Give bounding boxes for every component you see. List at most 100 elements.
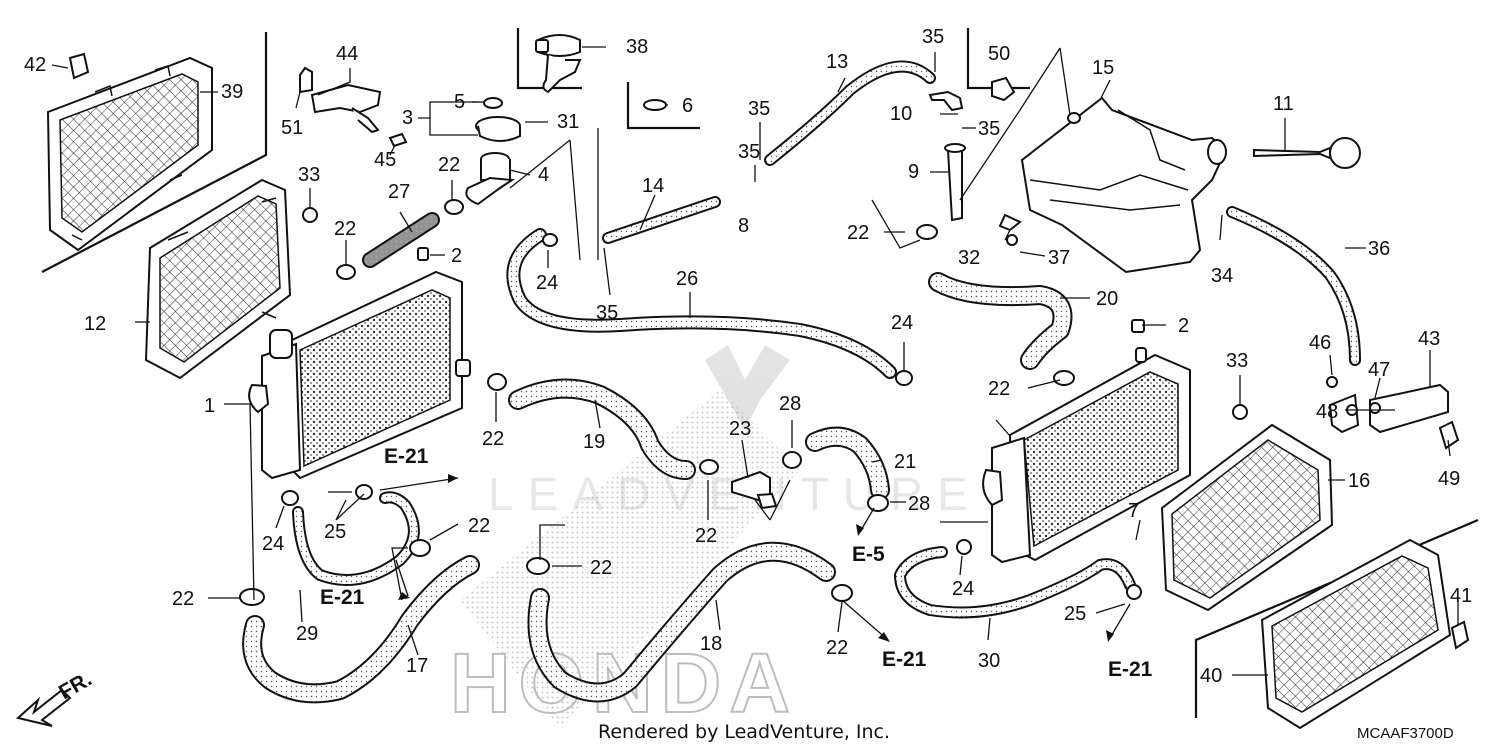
callout-22b: 22 <box>438 154 460 176</box>
callout-23: 23 <box>729 418 751 440</box>
callout-22h: 22 <box>826 637 848 659</box>
hose-26 <box>506 228 897 379</box>
callout-30: 30 <box>978 650 1000 672</box>
reference-arrows <box>379 474 1131 642</box>
callout-24a: 24 <box>536 272 558 294</box>
callout-35d: 35 <box>922 26 944 48</box>
ref-e21-b: E-21 <box>320 586 365 609</box>
hose-19 <box>508 378 696 480</box>
callout-4: 4 <box>538 164 549 186</box>
callout-35e: 35 <box>978 118 1000 140</box>
callout-13: 13 <box>826 51 848 73</box>
callout-46: 46 <box>1309 332 1331 354</box>
callout-24c: 24 <box>952 578 974 600</box>
diagram-code: MCAAF3700D <box>1357 725 1454 742</box>
callout-35a: 35 <box>596 302 618 324</box>
radiator-grille-40 <box>1260 538 1452 730</box>
reserve-tank <box>1020 96 1228 274</box>
callout-41: 41 <box>1450 585 1472 607</box>
callout-32: 32 <box>958 247 980 269</box>
callout-34: 34 <box>1211 265 1233 287</box>
callout-43: 43 <box>1418 328 1440 350</box>
callout-42: 42 <box>24 54 46 76</box>
callout-20: 20 <box>1096 288 1118 310</box>
footer-credit: Rendered by LeadVenture, Inc. <box>598 721 890 743</box>
callout-8: 8 <box>738 215 749 237</box>
callout-35c: 35 <box>748 98 770 120</box>
callout-5: 5 <box>454 91 465 113</box>
callout-27: 27 <box>388 181 410 203</box>
callout-25b: 25 <box>324 521 346 543</box>
callout-14: 14 <box>642 175 664 197</box>
reference-labels: E-21 E-21 E-21 E-21 E-5 <box>320 445 1153 681</box>
callout-22a: 22 <box>334 218 356 240</box>
hose-18 <box>527 541 836 703</box>
ref-e21-c: E-21 <box>882 648 927 671</box>
radiator-grille-12 <box>144 178 292 380</box>
callout-22i: 22 <box>468 515 490 537</box>
callout-1: 1 <box>204 395 215 417</box>
callout-49: 49 <box>1438 468 1460 490</box>
radiator-right <box>982 347 1191 564</box>
callout-45: 45 <box>374 149 396 171</box>
callout-47: 47 <box>1368 359 1390 381</box>
callout-38: 38 <box>626 36 648 58</box>
callout-35b: 35 <box>738 141 760 163</box>
callout-16: 16 <box>1348 470 1370 492</box>
hose-29 <box>292 491 420 586</box>
callout-50: 50 <box>988 43 1010 65</box>
callout-39: 39 <box>221 81 243 103</box>
callout-37: 37 <box>1048 247 1070 269</box>
callout-24d: 24 <box>262 533 284 555</box>
leader-lines <box>51 46 1459 676</box>
callout-10: 10 <box>890 103 912 125</box>
callout-28a: 28 <box>908 493 930 515</box>
callout-44: 44 <box>336 43 358 65</box>
callout-24b: 24 <box>891 312 913 334</box>
callout-22c: 22 <box>847 222 869 244</box>
hose-13 <box>764 60 936 166</box>
callout-22j: 22 <box>172 588 194 610</box>
callout-21: 21 <box>894 451 916 473</box>
ref-e5: E-5 <box>852 543 885 566</box>
radiator-left <box>248 270 471 480</box>
callout-18: 18 <box>700 633 722 655</box>
hose-17 <box>242 555 480 704</box>
hose-36 <box>1226 206 1361 366</box>
hose-30 <box>894 546 1136 619</box>
callout-19: 19 <box>583 431 605 453</box>
filler-neck-assembly <box>68 34 1470 650</box>
callout-36: 36 <box>1368 238 1390 260</box>
callout-17: 17 <box>406 655 428 677</box>
callout-22d: 22 <box>988 378 1010 400</box>
callout-3: 3 <box>402 107 413 129</box>
callout-6: 6 <box>682 95 693 117</box>
front-direction-indicator: FR. <box>15 667 96 727</box>
hose-20 <box>928 272 1073 370</box>
callout-33a: 33 <box>298 164 320 186</box>
callout-22g: 22 <box>590 557 612 579</box>
callout-51: 51 <box>281 117 303 139</box>
callout-33b: 33 <box>1226 350 1248 372</box>
callout-29: 29 <box>296 623 318 645</box>
callout-22e: 22 <box>482 428 504 450</box>
callout-2a: 2 <box>451 245 462 267</box>
callout-15: 15 <box>1092 57 1114 79</box>
callout-28b: 28 <box>779 393 801 415</box>
callout-22f: 22 <box>695 525 717 547</box>
callout-11: 11 <box>1273 93 1294 115</box>
radiator-grille-16 <box>1160 423 1334 612</box>
callout-48: 48 <box>1316 401 1338 423</box>
hoses <box>242 60 1361 704</box>
callout-labels: 42 39 44 51 45 3 5 31 4 38 6 33 22 22 27… <box>24 26 1472 687</box>
hose-27 <box>362 212 440 268</box>
callout-7: 7 <box>1128 500 1139 522</box>
callout-9: 9 <box>908 161 919 183</box>
hose-clamps <box>239 199 1142 606</box>
ref-e21-a: E-21 <box>384 445 429 468</box>
callout-2b: 2 <box>1178 315 1189 337</box>
callout-12: 12 <box>84 313 106 335</box>
radiator-grille-39 <box>46 56 213 252</box>
